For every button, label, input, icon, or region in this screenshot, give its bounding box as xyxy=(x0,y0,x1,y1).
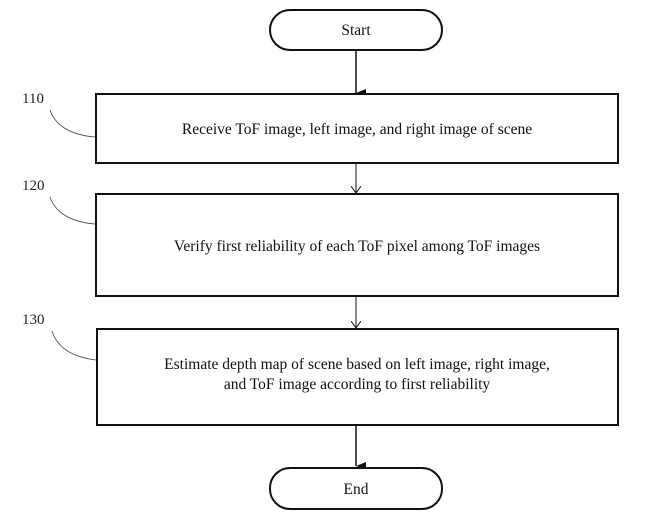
leader-130 xyxy=(51,330,97,361)
step-120-text: Verify first reliability of each ToF pix… xyxy=(174,238,540,255)
end-label: End xyxy=(344,481,369,498)
step-130-text-line1: Estimate depth map of scene based on lef… xyxy=(164,356,550,373)
step-110: Receive ToF image, left image, and right… xyxy=(95,93,619,164)
end-terminal: End xyxy=(269,467,443,510)
step-120: Verify first reliability of each ToF pix… xyxy=(95,193,619,297)
step-130-text-line2: and ToF image according to first reliabi… xyxy=(224,376,491,393)
start-label: Start xyxy=(341,22,371,39)
start-terminal: Start xyxy=(269,9,443,51)
leader-110 xyxy=(49,109,96,138)
ref-110: 110 xyxy=(22,91,44,107)
leader-120 xyxy=(49,196,96,225)
ref-130: 130 xyxy=(22,312,45,328)
ref-120: 120 xyxy=(22,178,45,194)
step-130: Estimate depth map of scene based on lef… xyxy=(96,328,619,426)
step-110-text: Receive ToF image, left image, and right… xyxy=(182,121,532,138)
